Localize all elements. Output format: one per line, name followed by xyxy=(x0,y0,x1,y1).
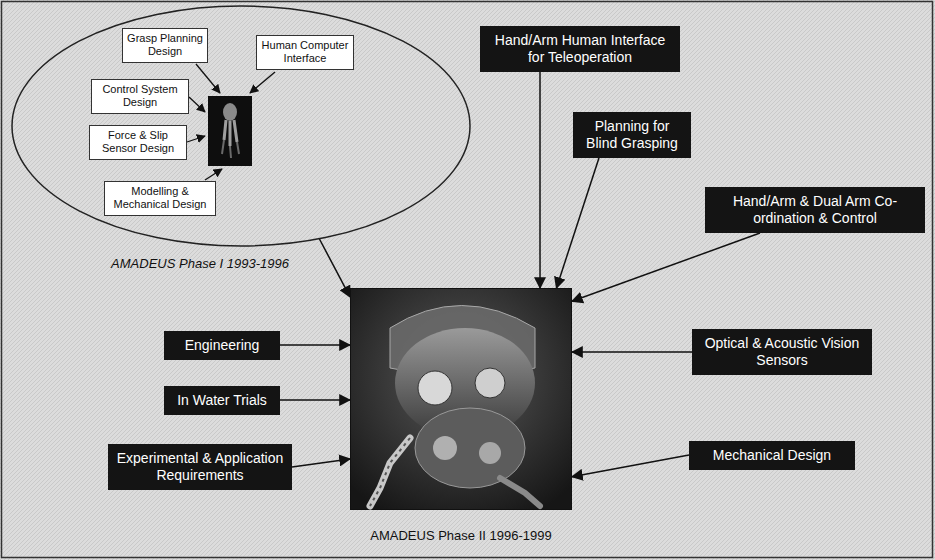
robot-lamp xyxy=(475,368,505,398)
arm-joints xyxy=(370,438,410,506)
leader-line xyxy=(187,136,205,142)
design-box: Modelling & Mechanical Design xyxy=(104,181,216,216)
arrow-connector xyxy=(556,158,599,288)
arrow-connector xyxy=(319,239,350,297)
arrow-connector xyxy=(572,351,692,353)
box-text: Hand/Arm Human Interface for Teleoperati… xyxy=(488,32,672,66)
topic-box: Hand/Arm Human Interface for Teleoperati… xyxy=(480,26,680,72)
arrow-connector xyxy=(292,459,350,467)
design-box: Force & Slip Sensor Design xyxy=(89,125,187,160)
topic-box: Planning for Blind Grasping xyxy=(573,112,691,158)
topic-box: Hand/Arm & Dual Arm Co-ordination & Cont… xyxy=(705,187,925,233)
phase-caption: AMADEUS Phase II 1996-1999 xyxy=(300,528,622,543)
inner-leaders xyxy=(187,64,275,180)
box-text: Optical & Acoustic Vision Sensors xyxy=(700,335,864,369)
robot-picture xyxy=(350,288,572,510)
design-box: Human Computer Interface xyxy=(256,35,354,70)
leader-line xyxy=(196,64,220,93)
ellipse-shape xyxy=(12,6,470,246)
box-text: Control System Design xyxy=(96,83,184,109)
box-text: Grasp Planning Design xyxy=(127,32,203,58)
arrow-connector xyxy=(572,233,760,301)
robot-base xyxy=(415,408,525,488)
robot-leg xyxy=(500,478,540,506)
hand-tips xyxy=(222,140,239,158)
box-text: Hand/Arm & Dual Arm Co-ordination & Cont… xyxy=(713,193,917,227)
phase-ellipse: AMADEUS Phase I 1993-1996 Grasp Planning … xyxy=(10,4,472,286)
topic-box: Experimental & Application Requirements xyxy=(108,444,292,490)
box-text: Engineering xyxy=(172,337,272,354)
arrow-connector xyxy=(539,72,541,288)
box-text: Human Computer Interface xyxy=(261,39,349,65)
box-text: Mechanical Design xyxy=(697,447,847,464)
arrow-connector xyxy=(280,399,350,401)
image-frame xyxy=(208,96,252,166)
leader-line xyxy=(205,169,222,180)
topic-box: In Water Trials xyxy=(164,386,280,415)
small-hand-image xyxy=(208,96,252,166)
robot-image: AMADEUS Phase II 1996-1999 xyxy=(350,288,572,550)
box-text: Experimental & Application Requirements xyxy=(116,450,284,484)
box-text: In Water Trials xyxy=(172,392,272,409)
hand-fingers xyxy=(224,120,237,146)
robot-lamp xyxy=(433,436,457,460)
arrow-connector xyxy=(280,344,350,346)
ellipse-outline xyxy=(10,4,472,250)
topic-box: Engineering xyxy=(164,331,280,360)
box-text: Force & Slip Sensor Design xyxy=(94,129,182,155)
phase-label: AMADEUS Phase I 1993-1996 xyxy=(20,256,380,271)
hand-palm xyxy=(223,103,237,121)
box-text: Modelling & Mechanical Design xyxy=(109,185,211,211)
robot-arm xyxy=(370,438,410,506)
picture-frame xyxy=(350,288,572,510)
arrow-connector xyxy=(572,455,689,477)
design-box: Control System Design xyxy=(91,79,189,114)
robot-lamp xyxy=(479,442,501,464)
leader-line xyxy=(250,72,275,93)
box-text: Planning for Blind Grasping xyxy=(581,118,683,152)
robot-lamp xyxy=(418,371,452,405)
topic-box: Optical & Acoustic Vision Sensors xyxy=(692,329,872,375)
design-box: Grasp Planning Design xyxy=(122,28,208,63)
leader-line xyxy=(189,97,205,112)
topic-box: Mechanical Design xyxy=(689,441,855,470)
